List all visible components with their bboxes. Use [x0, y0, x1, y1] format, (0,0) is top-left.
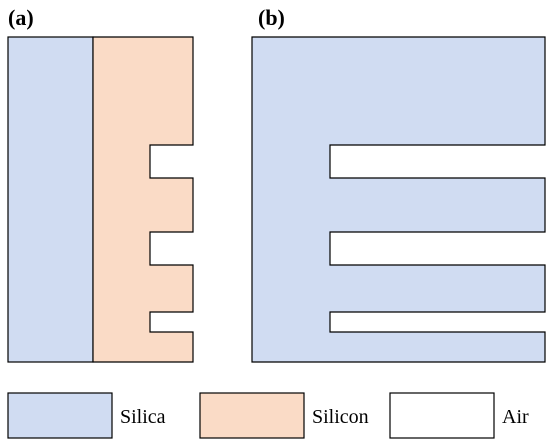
- legend: Silica Silicon Air: [7, 392, 529, 439]
- legend-item-silica: Silica: [7, 392, 166, 439]
- panel-a-label: (a): [8, 5, 34, 30]
- panel-a: (a): [7, 5, 194, 363]
- panel-a-silica-region: [7, 36, 94, 363]
- legend-label-silicon: Silicon: [312, 406, 369, 428]
- legend-swatch-silicon: [199, 392, 305, 439]
- legend-swatch-silica: [7, 392, 113, 439]
- legend-swatch-air: [389, 392, 495, 439]
- legend-label-air: Air: [502, 406, 529, 428]
- legend-item-air: Air: [389, 392, 529, 439]
- panel-b-silica-comb: [251, 36, 546, 363]
- legend-label-silica: Silica: [120, 406, 166, 428]
- legend-item-silicon: Silicon: [199, 392, 369, 439]
- panel-b-label: (b): [258, 5, 285, 30]
- panel-b: (b): [251, 5, 546, 363]
- panel-a-silicon-grating: [92, 36, 194, 363]
